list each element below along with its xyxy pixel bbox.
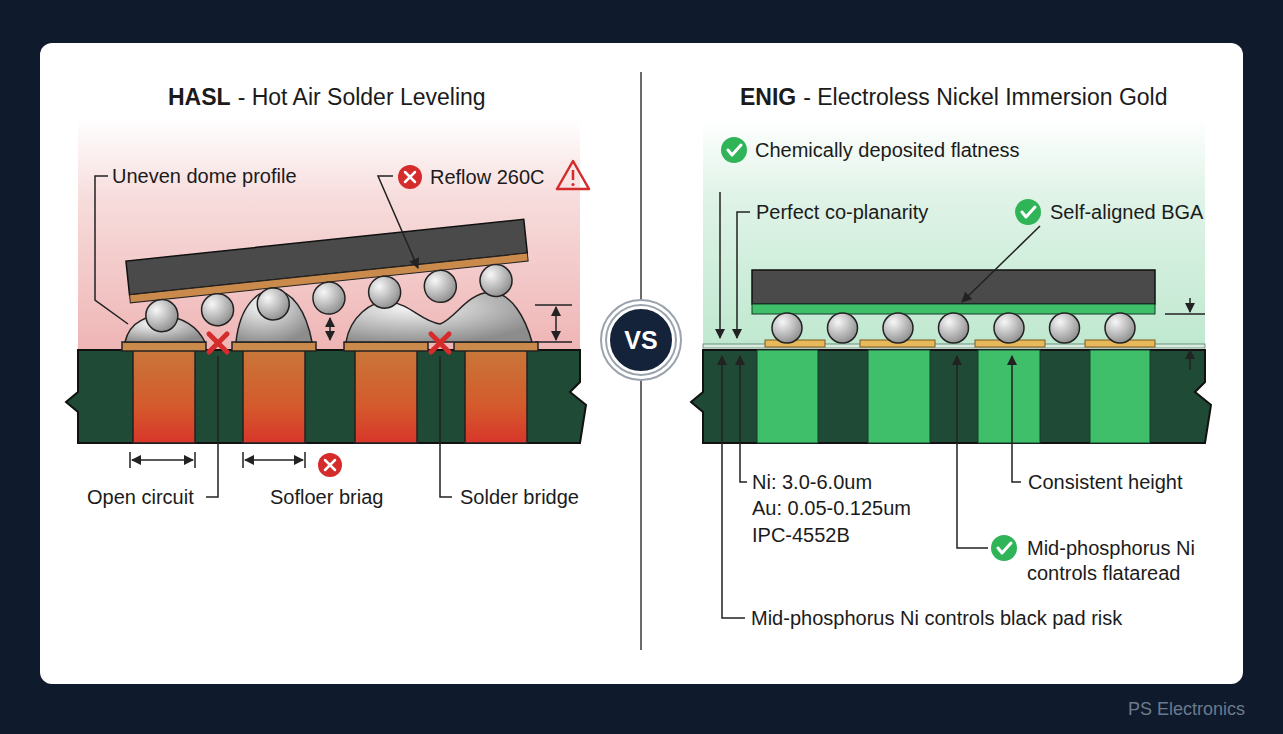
callout-label: Self-aligned BGA	[1050, 200, 1203, 224]
callout-label: Mid-phosphorus Ni controls black pad ris…	[751, 606, 1122, 630]
spec-label: Au: 0.05-0.125um	[752, 496, 911, 520]
panel-title: - Electroless Nickel Immersion Gold	[803, 85, 1167, 109]
watermark: PS Electronics	[1128, 697, 1245, 721]
solder-ball	[994, 313, 1024, 343]
solder-ball	[883, 313, 913, 343]
callout-label: Chemically deposited flatness	[755, 138, 1020, 162]
solder-ball	[939, 313, 969, 343]
solder-ball	[423, 269, 458, 304]
card	[40, 43, 1243, 684]
vs-ring	[601, 300, 681, 380]
callout-label: Reflow 260C	[430, 165, 545, 189]
spec-label: IPC-4552B	[752, 523, 850, 547]
callout-label: Mid-phosphorus Ni	[1027, 536, 1195, 560]
callout-label: Sofloer briag	[270, 485, 383, 509]
solder-ball	[1050, 313, 1080, 343]
hasl-illustration	[66, 118, 589, 497]
callout-label: Open circuit	[87, 485, 194, 509]
solder-ball	[828, 313, 858, 343]
error-icon	[318, 165, 422, 477]
warning-icon	[557, 161, 589, 189]
spec-label: Ni: 3.0-6.0um	[752, 470, 872, 494]
solder-ball	[144, 298, 179, 333]
callout-label: controls flataread	[1027, 561, 1180, 585]
solder-ball	[1105, 313, 1135, 343]
callout-label: Solder bridge	[460, 485, 579, 509]
solder-ball	[478, 263, 513, 298]
panel-title: - Hot Air Solder Leveling	[238, 85, 486, 109]
check-icon	[721, 137, 1041, 561]
solder-ball	[367, 275, 402, 310]
vs-badge: VS	[607, 306, 675, 374]
node-text: VS	[624, 326, 657, 355]
solder-ball	[311, 280, 346, 315]
callout-label: Consistent height	[1028, 470, 1183, 494]
solder-ball	[772, 313, 802, 343]
enig-illustration	[691, 118, 1211, 618]
callout-label: Uneven dome profile	[112, 164, 297, 188]
solder-ball	[200, 292, 235, 327]
panel-title: ENIG	[740, 85, 796, 109]
callout-label: Perfect co-planarity	[756, 200, 928, 224]
panel-title: HASL	[168, 85, 231, 109]
solder-ball	[256, 286, 291, 321]
